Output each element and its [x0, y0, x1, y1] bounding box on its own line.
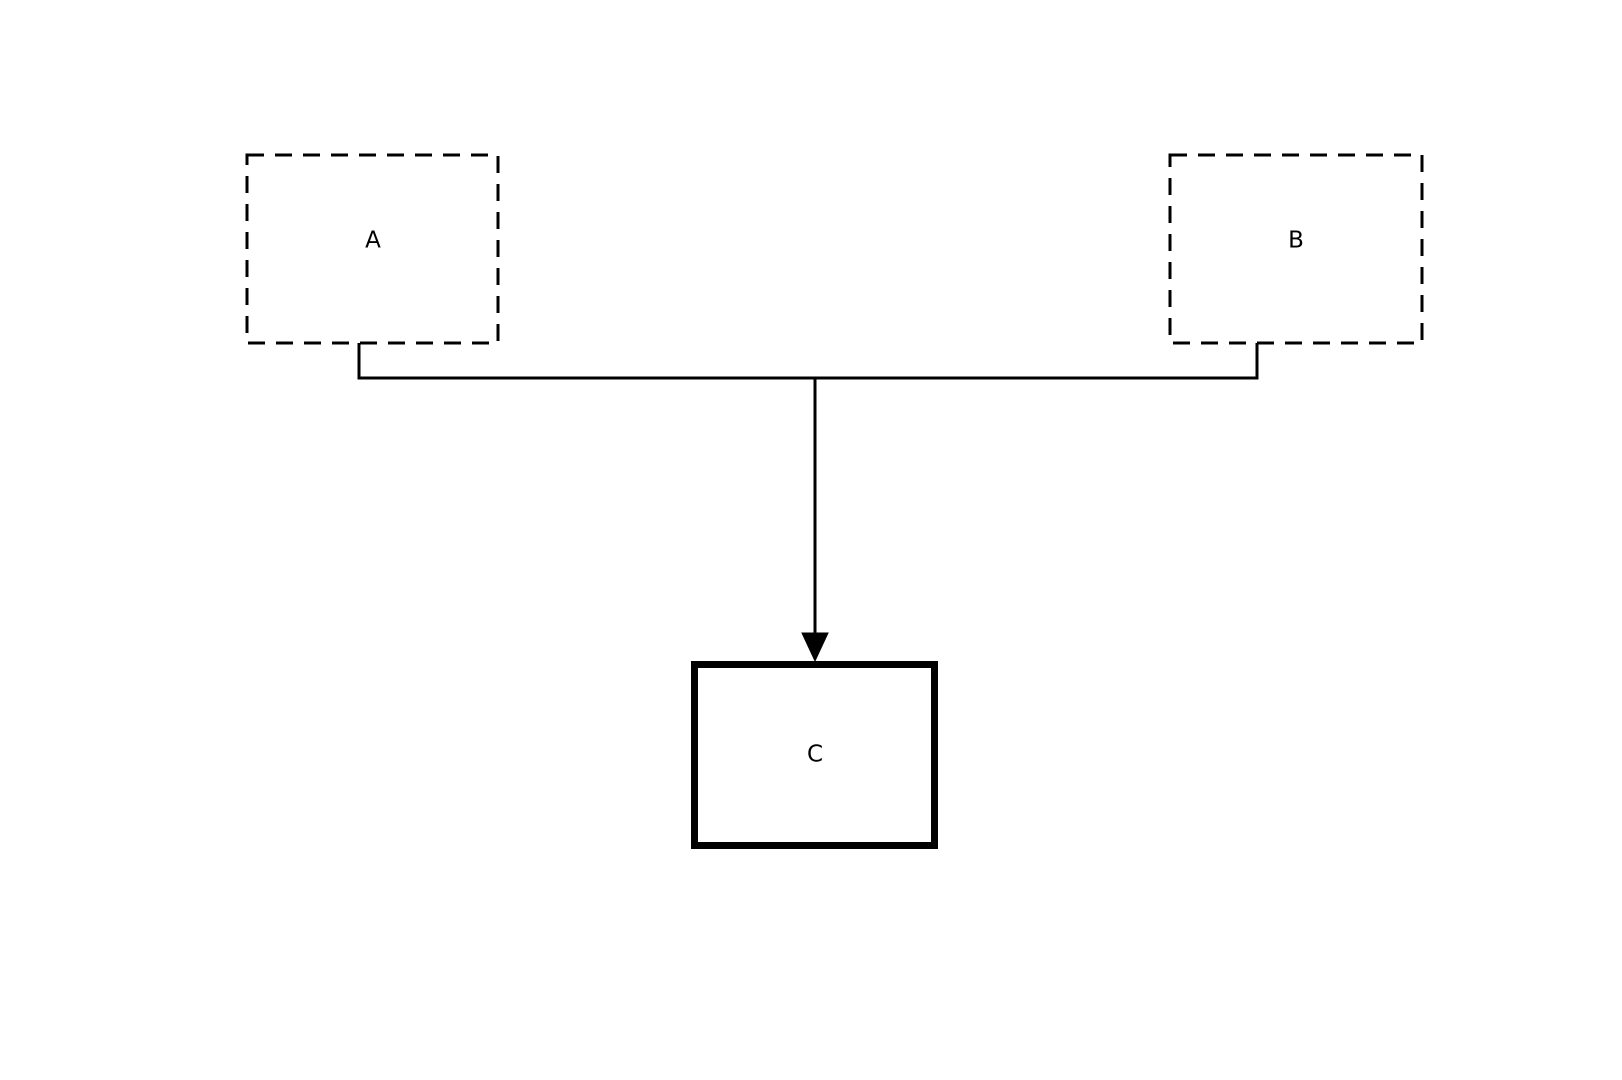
node-c-label: C: [807, 742, 823, 768]
arrowhead-icon: [801, 632, 829, 663]
node-c-box[interactable]: [691, 661, 938, 849]
node-c[interactable]: C: [691, 661, 938, 849]
node-b[interactable]: B: [1168, 153, 1424, 345]
node-b-box[interactable]: [1168, 153, 1424, 345]
node-a[interactable]: A: [245, 153, 500, 345]
node-b-label: B: [1288, 228, 1304, 254]
node-a-label: A: [365, 228, 381, 254]
node-a-box[interactable]: [245, 153, 500, 345]
